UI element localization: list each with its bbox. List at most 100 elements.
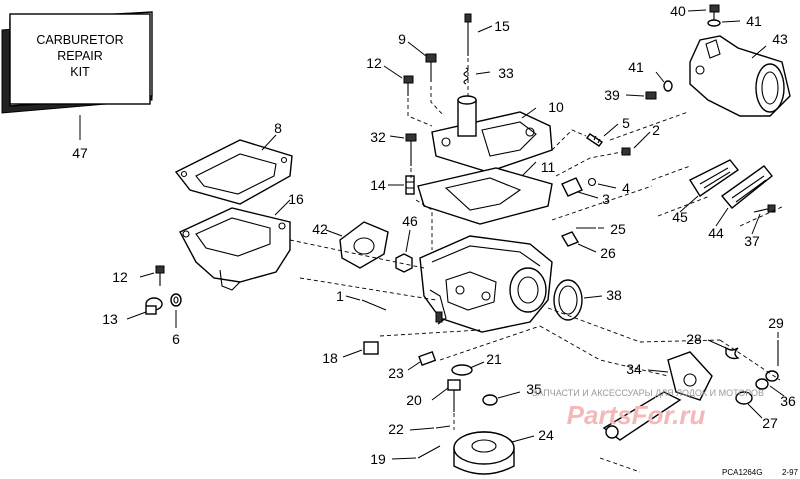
jet-18 <box>363 341 379 355</box>
drawing-code: PCA1264G 2-97 <box>722 468 799 477</box>
plug-35 <box>482 394 498 406</box>
callout-12-left: 12 <box>112 269 128 285</box>
throttle-lever-34 <box>602 351 713 441</box>
callout-34: 34 <box>626 361 642 377</box>
callout-16: 16 <box>288 191 304 207</box>
screw-12-left <box>155 265 165 286</box>
callout-11: 11 <box>541 159 556 175</box>
washer-27 <box>735 391 753 405</box>
callout-22: 22 <box>388 421 404 437</box>
callout-28: 28 <box>686 331 702 347</box>
kit-label-line1: CARBURETOR <box>36 33 123 47</box>
callout-26: 26 <box>600 245 616 261</box>
callout-36: 36 <box>780 393 796 409</box>
clip-2 <box>621 147 631 156</box>
callout-5: 5 <box>622 115 630 131</box>
callout-46: 46 <box>402 213 418 229</box>
callout-41-top: 41 <box>746 13 762 29</box>
callout-24: 24 <box>538 427 554 443</box>
callout-42: 42 <box>312 221 328 237</box>
gasket-45 <box>688 159 740 197</box>
screw-39 <box>645 91 657 100</box>
washer-41-mid <box>663 80 673 92</box>
callout-41-mid: 41 <box>628 59 644 75</box>
callout-40: 40 <box>670 3 686 19</box>
needle-1 <box>361 299 387 311</box>
callout-45: 45 <box>672 209 688 225</box>
float-bowl-16 <box>179 207 291 291</box>
callout-4: 4 <box>622 180 630 196</box>
kit-label-line2: REPAIR <box>57 49 103 63</box>
washer-36 <box>755 370 779 390</box>
gasket-38 <box>553 279 583 321</box>
cover-plate-10 <box>431 95 553 173</box>
callout-35: 35 <box>526 381 542 397</box>
drain-plug-13 <box>145 297 163 315</box>
washer-41-top <box>707 19 721 27</box>
nut-46 <box>395 253 413 273</box>
screw-32 <box>405 133 417 166</box>
spring-33 <box>463 67 469 85</box>
kit-label-line3: KIT <box>70 65 90 79</box>
callout-3: 3 <box>602 191 610 207</box>
callout-29: 29 <box>768 315 784 331</box>
callout-38: 38 <box>606 287 622 303</box>
callout-33: 33 <box>498 65 514 81</box>
callout-12-top: 12 <box>366 55 382 71</box>
callout-14: 14 <box>370 177 386 193</box>
float-24 <box>453 431 515 475</box>
spring-5 <box>585 133 604 147</box>
spring-28 <box>725 346 740 360</box>
screw-40 <box>709 4 720 20</box>
nozzle-3 <box>561 177 583 197</box>
callout-labels: 47 8 16 12 13 6 9 12 15 33 10 11 32 14 5… <box>72 3 796 467</box>
callout-47: 47 <box>72 145 88 161</box>
callout-23: 23 <box>388 365 404 381</box>
callout-39: 39 <box>604 87 620 103</box>
watermark: ЗАПЧАСТИ И АКСЕССУАРЫ ДЛЯ ЛОДОК И МОТОРО… <box>532 388 764 430</box>
screw-9 <box>425 53 437 82</box>
repair-kit-box: CARBURETOR REPAIR KIT <box>1 11 153 114</box>
callout-19: 19 <box>370 451 386 467</box>
callout-8: 8 <box>274 120 282 136</box>
reed-plate-44 <box>720 165 773 209</box>
callout-15: 15 <box>494 18 510 34</box>
callout-21: 21 <box>486 351 502 367</box>
callout-10: 10 <box>548 99 564 115</box>
pin-22 <box>435 425 451 429</box>
gasket-42 <box>339 221 389 269</box>
callout-9: 9 <box>398 31 406 47</box>
screw-12-top <box>403 75 414 96</box>
drawing-code-date: 2-97 <box>782 468 799 477</box>
callout-37: 37 <box>744 233 760 249</box>
callout-20: 20 <box>406 392 422 408</box>
callout-43: 43 <box>772 31 788 47</box>
carburetor-body <box>419 235 553 333</box>
washer-21 <box>451 364 473 376</box>
gasket-8 <box>174 139 293 205</box>
spring-14 <box>405 175 415 195</box>
assembly-lines <box>289 58 785 473</box>
callout-32: 32 <box>370 129 386 145</box>
callout-25: 25 <box>610 221 626 237</box>
screw-37 <box>753 204 776 213</box>
lever-26 <box>560 231 580 247</box>
watermark-caption: ЗАПЧАСТИ И АКСЕССУАРЫ ДЛЯ ЛОДОК И МОТОРО… <box>532 388 764 398</box>
callout-44: 44 <box>708 225 724 241</box>
callout-1: 1 <box>336 288 344 304</box>
watermark-brand: PartsFor.ru <box>567 400 706 430</box>
screw-15 <box>464 13 472 56</box>
gasket-11 <box>417 167 553 225</box>
callout-27: 27 <box>762 415 778 431</box>
washer-6 <box>170 293 182 307</box>
callout-18: 18 <box>322 350 338 366</box>
manifold-43 <box>689 35 791 117</box>
jet-23 <box>418 350 437 366</box>
pin-19 <box>417 445 441 459</box>
drawing-code-id: PCA1264G <box>722 468 762 477</box>
callout-13: 13 <box>102 311 118 327</box>
callout-2: 2 <box>652 122 660 138</box>
callout-6: 6 <box>172 331 180 347</box>
